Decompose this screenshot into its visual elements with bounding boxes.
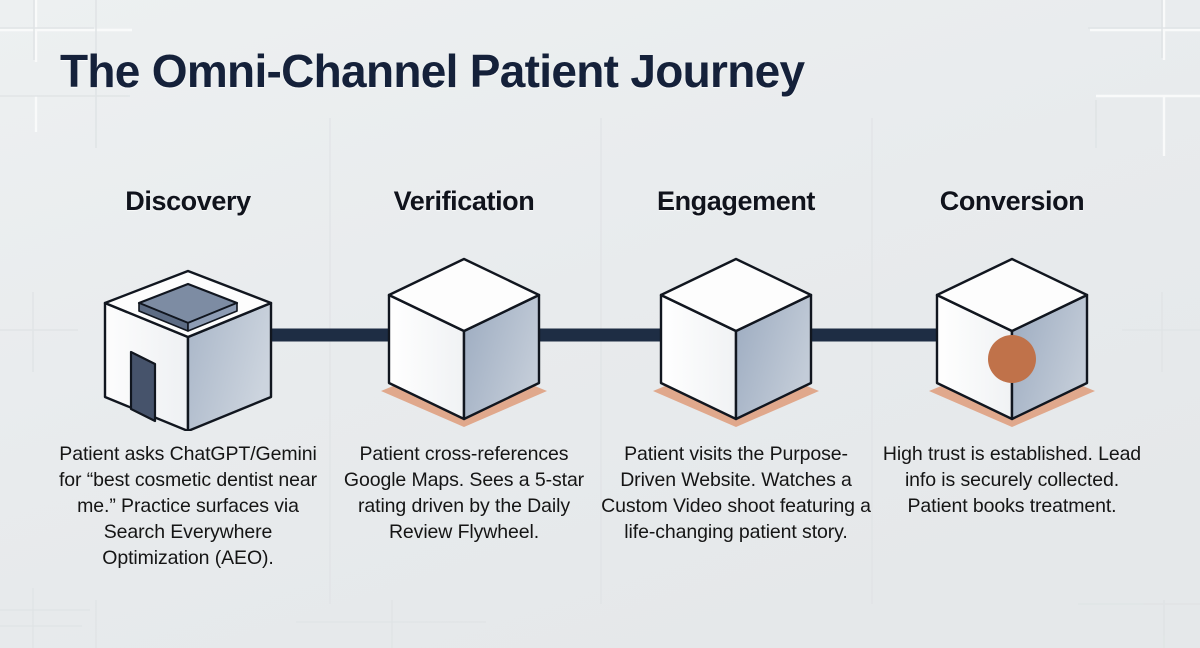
stage-art-verification <box>314 231 614 441</box>
stage-caption-discovery: Patient asks ChatGPT/Gemini for “best co… <box>58 443 318 569</box>
isometric-cube-node-icon <box>929 257 1095 427</box>
stage-conversion[interactable]: Conversion High trust is established. L <box>862 186 1162 519</box>
stage-discovery[interactable]: Discovery <box>38 186 338 571</box>
conversion-node-marker <box>988 335 1036 383</box>
isometric-cube-icon <box>653 257 819 427</box>
stage-label-engagement: Engagement <box>656 186 816 216</box>
stage-caption-conversion: High trust is established. Lead info is … <box>882 443 1142 517</box>
isometric-cube-icon <box>381 257 547 427</box>
stage-art-discovery <box>38 231 338 441</box>
isometric-tower-icon <box>103 269 273 431</box>
stage-caption-verification: Patient cross-references Google Maps. Se… <box>343 443 585 543</box>
stage-engagement[interactable]: Engagement Patient visits the Purpose-Dr… <box>586 186 886 545</box>
page-title: The Omni-Channel Patient Journey <box>60 45 805 97</box>
stage-label-conversion: Conversion <box>939 186 1085 216</box>
stage-art-engagement <box>586 231 886 441</box>
stage-art-conversion <box>862 231 1162 441</box>
stage-label-discovery: Discovery <box>125 186 251 216</box>
stage-label-verification: Verification <box>393 186 535 216</box>
stage-verification[interactable]: Verification Patient cross-references Go… <box>314 186 614 545</box>
stage-caption-engagement: Patient visits the Purpose-Driven Websit… <box>601 443 871 543</box>
